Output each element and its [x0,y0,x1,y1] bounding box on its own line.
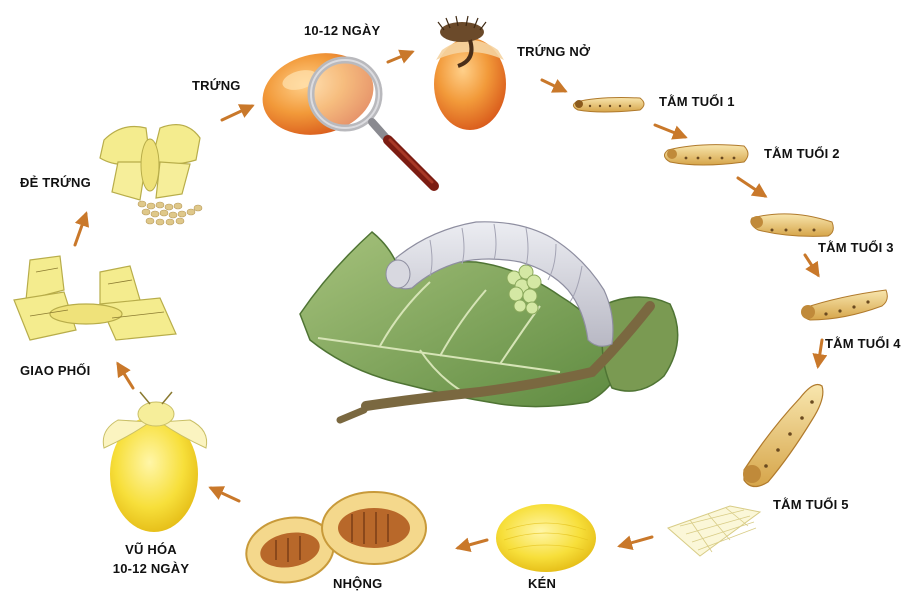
mating-moths-illustration [14,256,176,340]
label-tam-tuoi-3: TẰM TUỔI 3 [818,240,894,255]
label-trung: TRỨNG [192,78,241,93]
emerging-moth-illustration [103,392,206,532]
egg-illustration [255,43,434,186]
label-ken: KÉN [528,576,556,591]
arrow-icon [620,537,652,546]
label-tam-tuoi-5: TẰM TUỔI 5 [773,497,849,512]
label-tam-tuoi-1: TẰM TUỔI 1 [659,94,735,109]
arrow-icon [542,80,565,91]
arrow-icon [805,255,818,275]
silkworm-on-mulberry-leaf-illustration [300,222,678,420]
label-duration-top: 10-12 NGÀY [304,23,380,38]
label-trung-no: TRỨNG NỞ [517,44,590,59]
arrow-icon [211,488,239,501]
label-duration-bottom: 10-12 NGÀY [86,561,216,576]
arrow-icon [75,214,86,245]
label-de-trung: ĐẺ TRỨNG [20,175,91,190]
pupa-illustration [241,492,426,589]
larva-stage-4 [801,290,887,320]
arrow-icon [118,364,133,388]
cocoon-illustration [496,504,596,572]
hatching-egg-illustration [434,16,506,130]
arrow-icon [738,178,765,196]
label-vu-hoa: VŨ HÓA [86,542,216,557]
label-nhong: NHỘNG [333,576,382,591]
egg-laying-moth-illustration [100,125,202,225]
label-giao-phoi: GIAO PHỐI [20,363,90,378]
arrow-icon [458,540,487,548]
larva-stage-1 [573,98,644,113]
larva-stage-5 [668,385,823,557]
label-tam-tuoi-4: TẰM TUỔI 4 [825,336,901,351]
magnifier-icon [311,60,434,186]
arrow-icon [388,52,412,62]
larva-stage-2 [664,145,748,165]
label-tam-tuoi-2: TẰM TUỔI 2 [764,146,840,161]
arrow-icon [655,125,685,137]
arrow-icon [818,340,822,366]
arrow-icon [222,106,252,120]
larva-stage-3 [751,214,833,237]
